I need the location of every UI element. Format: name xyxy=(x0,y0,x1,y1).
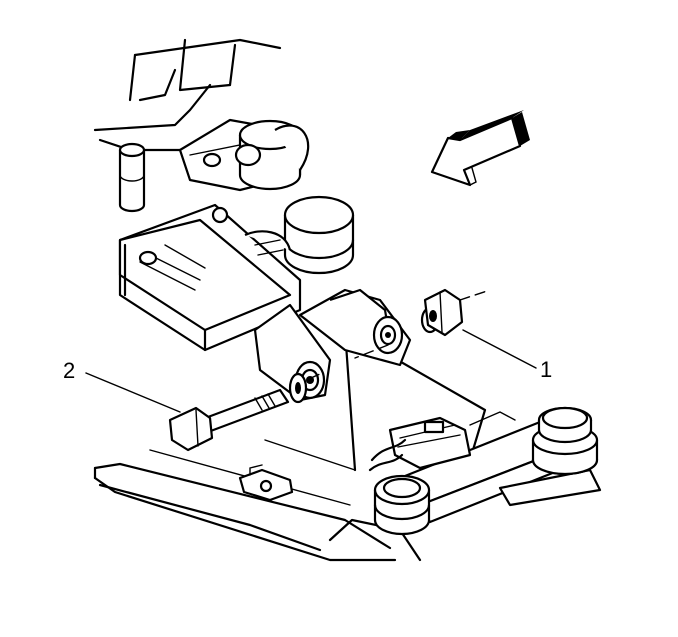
bolt-2 xyxy=(168,372,321,452)
callout-label-2: 2 xyxy=(63,358,75,383)
nut-washer-1 xyxy=(354,288,491,359)
callout-label-1: 1 xyxy=(540,357,552,382)
upper-body-bracket xyxy=(93,38,310,213)
direction-arrow-icon xyxy=(430,110,530,187)
wiring-actuator xyxy=(368,411,516,472)
frame-plate xyxy=(93,299,487,562)
mount-lug-cylinder xyxy=(244,195,412,367)
leader-line-2 xyxy=(85,372,181,413)
leader-line-1 xyxy=(462,329,537,369)
crossbar-bushings xyxy=(373,406,602,536)
